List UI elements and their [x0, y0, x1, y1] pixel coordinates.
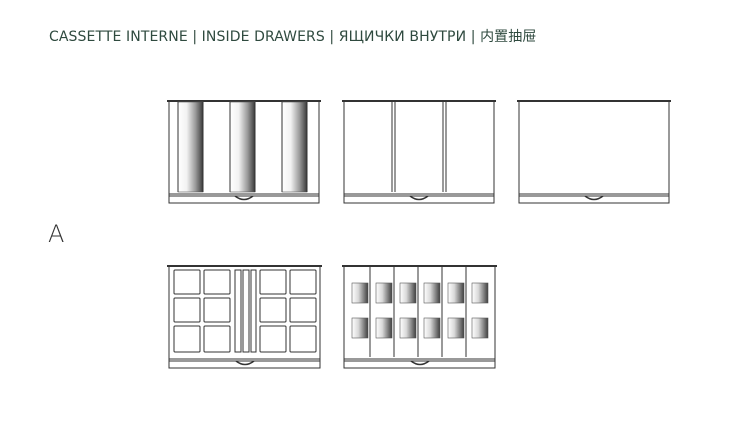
row-label: A: [48, 220, 65, 248]
drawer-jewelry-trays: [342, 265, 497, 369]
drawer-three-compartments: [342, 100, 496, 204]
drawer-cylinder-dividers: [167, 100, 321, 204]
drawer-open: [517, 100, 671, 204]
drawer-grid-organizer: [167, 265, 322, 369]
page-title: CASSETTE INTERNE | INSIDE DRAWERS | ЯЩИЧ…: [49, 29, 537, 45]
